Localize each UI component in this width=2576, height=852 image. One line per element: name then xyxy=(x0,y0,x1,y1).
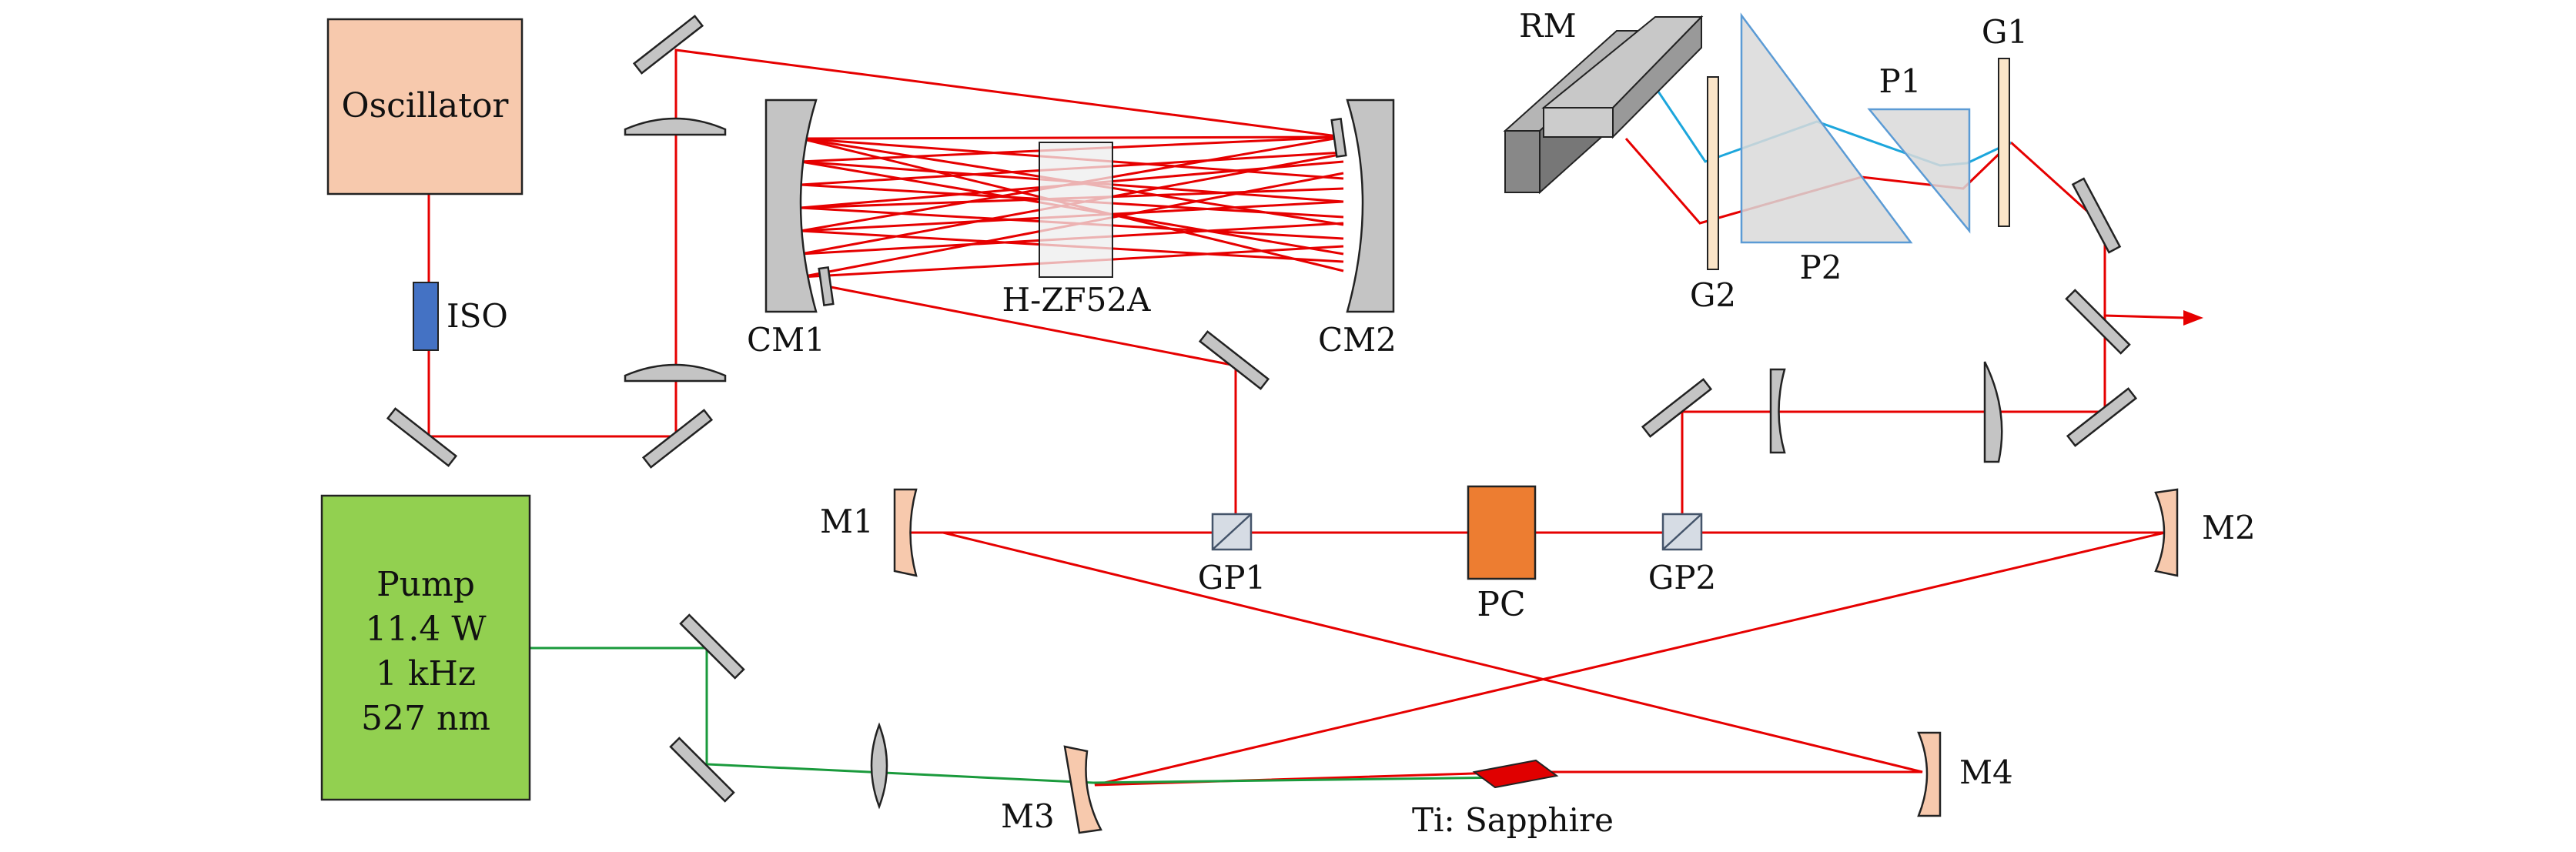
mirror-bottom-left-1 xyxy=(386,407,458,467)
lens-compressor-1 xyxy=(1769,368,1786,454)
oscillator-beam xyxy=(427,48,1344,438)
gp2-label: GP2 xyxy=(1648,559,1717,596)
ti-sapphire-crystal: Ti: Sapphire xyxy=(1412,759,1614,839)
m3-label: M3 xyxy=(1001,797,1055,835)
gp1-label: GP1 xyxy=(1198,559,1266,596)
hzf52a-glass: H-ZF52A xyxy=(1002,142,1152,319)
roof-mirror: RM xyxy=(1503,7,1704,195)
oscillator-box: Oscillator xyxy=(326,18,524,195)
mirror-gp1-feed xyxy=(1198,330,1270,390)
mirror-gp2-feed xyxy=(1641,378,1713,438)
mirror-pump-1 xyxy=(679,613,745,680)
lens-telescope-bottom xyxy=(624,363,727,383)
mirror-top-left xyxy=(632,15,704,75)
m1-label: M1 xyxy=(820,503,874,540)
grating-g2: G2 xyxy=(1690,76,1736,314)
oscillator-label: Oscillator xyxy=(342,86,510,125)
m2-label: M2 xyxy=(2202,509,2256,546)
pickoff-mirror-cm2 xyxy=(1330,117,1347,159)
cm1-mirror: CM1 xyxy=(747,99,825,359)
rm-label: RM xyxy=(1519,7,1577,45)
mirror-m1: M1 xyxy=(820,488,918,577)
lens-telescope-top xyxy=(624,117,727,136)
cm2-label: CM2 xyxy=(1318,321,1397,359)
prism-p1: P1 xyxy=(1867,62,1971,234)
amplifier-cavity-beam xyxy=(908,531,2166,787)
polarizer-gp2: GP2 xyxy=(1648,513,1717,596)
grating-g1: G1 xyxy=(1982,13,2028,227)
flat-mirrors xyxy=(386,15,2138,803)
p2-label: P2 xyxy=(1800,249,1842,286)
mirror-m3: M3 xyxy=(1001,745,1102,835)
stretcher-output-beam xyxy=(826,285,1237,533)
output-beam xyxy=(2104,314,2187,319)
isolator: ISO xyxy=(413,282,508,351)
cm2-mirror: CM2 xyxy=(1318,99,1397,359)
compressor-blue-beam xyxy=(1652,84,2012,167)
mirror-compressor-1 xyxy=(2071,177,2122,254)
pump-label-power: 11.4 W xyxy=(365,610,487,649)
lenses xyxy=(624,117,2003,810)
g1-label: G1 xyxy=(1982,13,2028,51)
pump-label-name: Pump xyxy=(376,565,475,604)
mirror-m4: M4 xyxy=(1917,731,2013,817)
cm1-label: CM1 xyxy=(747,321,825,359)
pockels-cell: PC xyxy=(1467,485,1537,624)
iso-label: ISO xyxy=(447,297,508,335)
ti-sapphire-label: Ti: Sapphire xyxy=(1412,801,1614,839)
mirror-m2: M2 xyxy=(2154,488,2256,577)
lens-pump xyxy=(870,722,888,810)
mirror-bottom-left-2 xyxy=(641,409,714,469)
pump-laser-box: Pump 11.4 W 1 kHz 527 nm xyxy=(320,494,531,801)
pc-label: PC xyxy=(1477,585,1525,624)
g2-label: G2 xyxy=(1690,276,1736,314)
output-arrow-icon xyxy=(2183,310,2203,326)
pump-beam xyxy=(530,647,1510,784)
mirror-pump-2 xyxy=(669,737,735,803)
polarizer-gp1: GP1 xyxy=(1198,513,1266,596)
m4-label: M4 xyxy=(1959,753,2013,791)
prism-p2: P2 xyxy=(1740,12,1913,286)
hzf52a-label: H-ZF52A xyxy=(1002,281,1152,319)
mirror-compressor-2 xyxy=(2065,289,2131,355)
mirror-compressor-3 xyxy=(2066,387,2138,447)
p1-label: P1 xyxy=(1879,62,1922,100)
pump-label-wavelength: 527 nm xyxy=(361,699,490,738)
pickoff-mirror-cm1 xyxy=(818,266,835,307)
lens-compressor-2 xyxy=(1983,361,2003,463)
pump-label-rate: 1 kHz xyxy=(376,654,476,693)
